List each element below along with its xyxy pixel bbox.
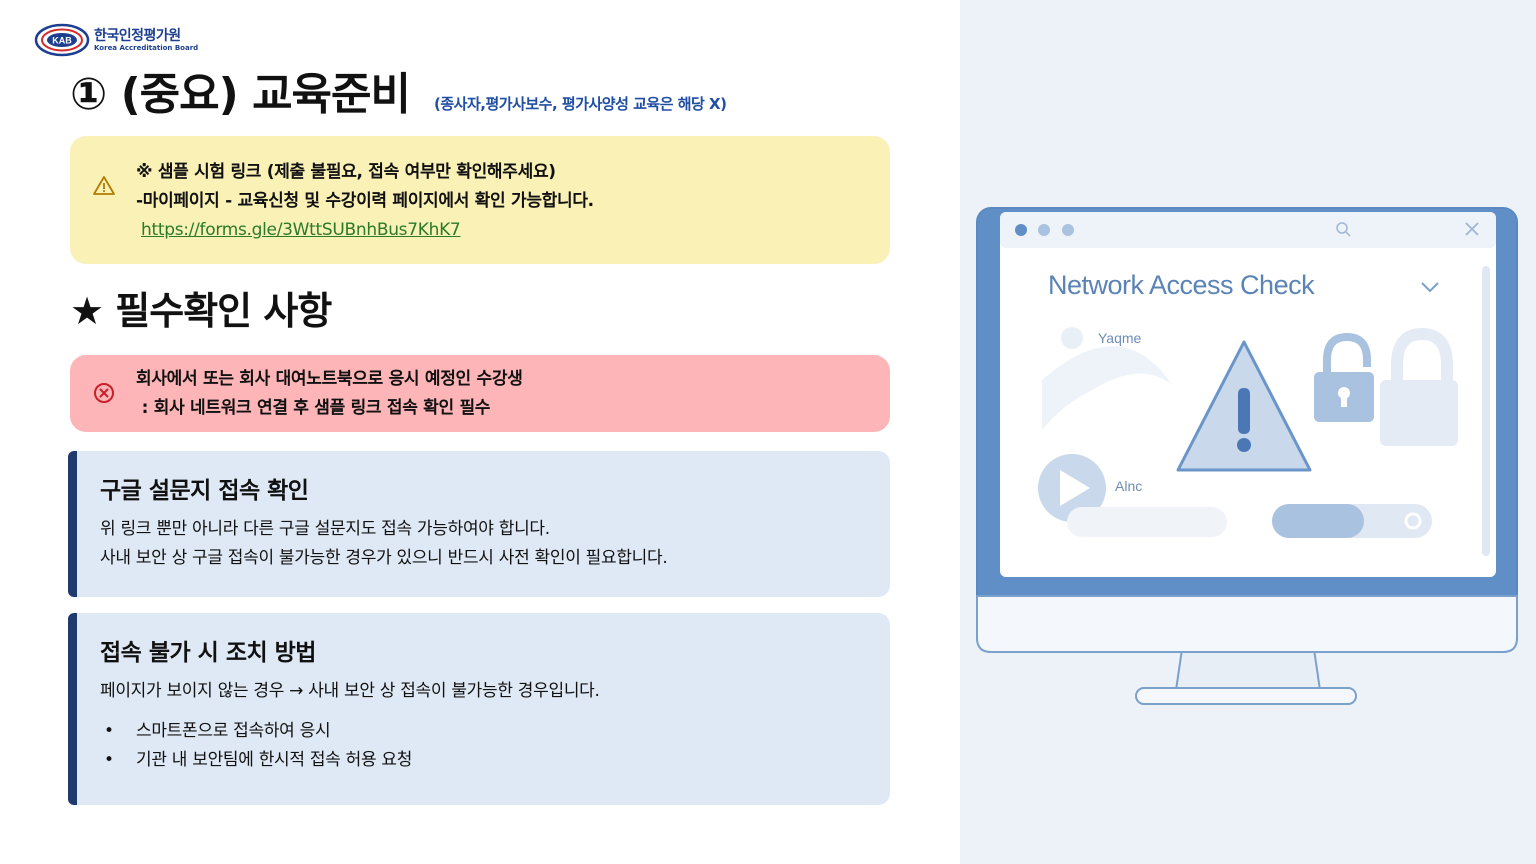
card-google-line-1: 위 링크 뿐만 아니라 다른 구글 설문지도 접속 가능하여야 합니다. bbox=[100, 519, 550, 539]
alert-line-1: 회사에서 또는 회사 대여노트북으로 응시 예정인 수강생 bbox=[136, 369, 523, 389]
title-row: ① (중요) 교육준비 (종사자,평가사보수, 평가사양성 교육은 해당 X) bbox=[70, 58, 727, 122]
list-item-text: 기관 내 보안팀에 한시적 접속 허용 요청 bbox=[136, 750, 413, 770]
monitor-illustration bbox=[976, 207, 1518, 705]
page-title: ① (중요) 교육준비 bbox=[70, 69, 411, 120]
card-google-line-2: 사내 보안 상 구글 접속이 불가능한 경우가 있으니 반드시 사전 확인이 필… bbox=[100, 548, 668, 568]
list-item: • 스마트폰으로 접속하여 응시 bbox=[100, 717, 412, 746]
notice-line-2: -마이페이지 - 교육신청 및 수강이력 페이지에서 확인 가능합니다. bbox=[136, 191, 594, 211]
list-item-text: 스마트폰으로 접속하여 응시 bbox=[136, 721, 331, 741]
notice-line-1: ※ 샘플 시험 링크 (제출 불필요, 접속 여부만 확인해주세요) bbox=[136, 162, 556, 182]
logo-name-ko: 한국인정평가원 bbox=[94, 27, 181, 44]
logo-mark-text: KAB bbox=[52, 36, 72, 46]
sample-test-notice: ※ 샘플 시험 링크 (제출 불필요, 접속 여부만 확인해주세요) -마이페이… bbox=[70, 136, 890, 264]
illustration-label-2: Alnc bbox=[1115, 478, 1143, 494]
error-circle-icon bbox=[94, 383, 114, 403]
kab-logo-mark: KAB bbox=[34, 23, 90, 57]
sample-test-link[interactable]: https://forms.gle/3WttSUBnhBus7KhK7 bbox=[141, 220, 461, 240]
illustration-window-title: Network Access Check bbox=[1048, 270, 1315, 300]
warning-icon bbox=[93, 176, 115, 195]
required-heading: ★ 필수확인 사항 bbox=[70, 289, 332, 333]
list-item: • 기관 내 보안팀에 한시적 접속 허용 요청 bbox=[100, 746, 412, 775]
google-form-check-card: 구글 설문지 접속 확인 위 링크 뿐만 아니라 다른 구글 설문지도 접속 가… bbox=[68, 451, 890, 597]
alert-line-2: : 회사 네트워크 연결 후 샘플 링크 접속 확인 필수 bbox=[136, 398, 491, 418]
card-failure-line-1: 페이지가 보이지 않는 경우 → 사내 보안 상 접속이 불가능한 경우입니다. bbox=[100, 681, 600, 701]
illustration-label-1: Yaqme bbox=[1098, 330, 1142, 346]
company-network-alert: 회사에서 또는 회사 대여노트북으로 응시 예정인 수강생 : 회사 네트워크 … bbox=[70, 355, 890, 432]
title-note: (종사자,평가사보수, 평가사양성 교육은 해당 X) bbox=[434, 95, 727, 113]
bullet-dot: • bbox=[104, 721, 114, 741]
bullet-dot: • bbox=[104, 750, 114, 770]
failure-steps-list: • 스마트폰으로 접속하여 응시 • 기관 내 보안팀에 한시적 접속 허용 요… bbox=[100, 717, 412, 775]
card-title-google: 구글 설문지 접속 확인 bbox=[100, 478, 309, 504]
card-title-failure: 접속 불가 시 조치 방법 bbox=[100, 640, 316, 666]
access-failure-card: 접속 불가 시 조치 방법 페이지가 보이지 않는 경우 → 사내 보안 상 접… bbox=[68, 613, 890, 805]
logo-name-en: Korea Accreditation Board bbox=[94, 43, 199, 52]
kab-logo: KAB 한국인정평가원 Korea Accreditation Board bbox=[34, 22, 198, 58]
